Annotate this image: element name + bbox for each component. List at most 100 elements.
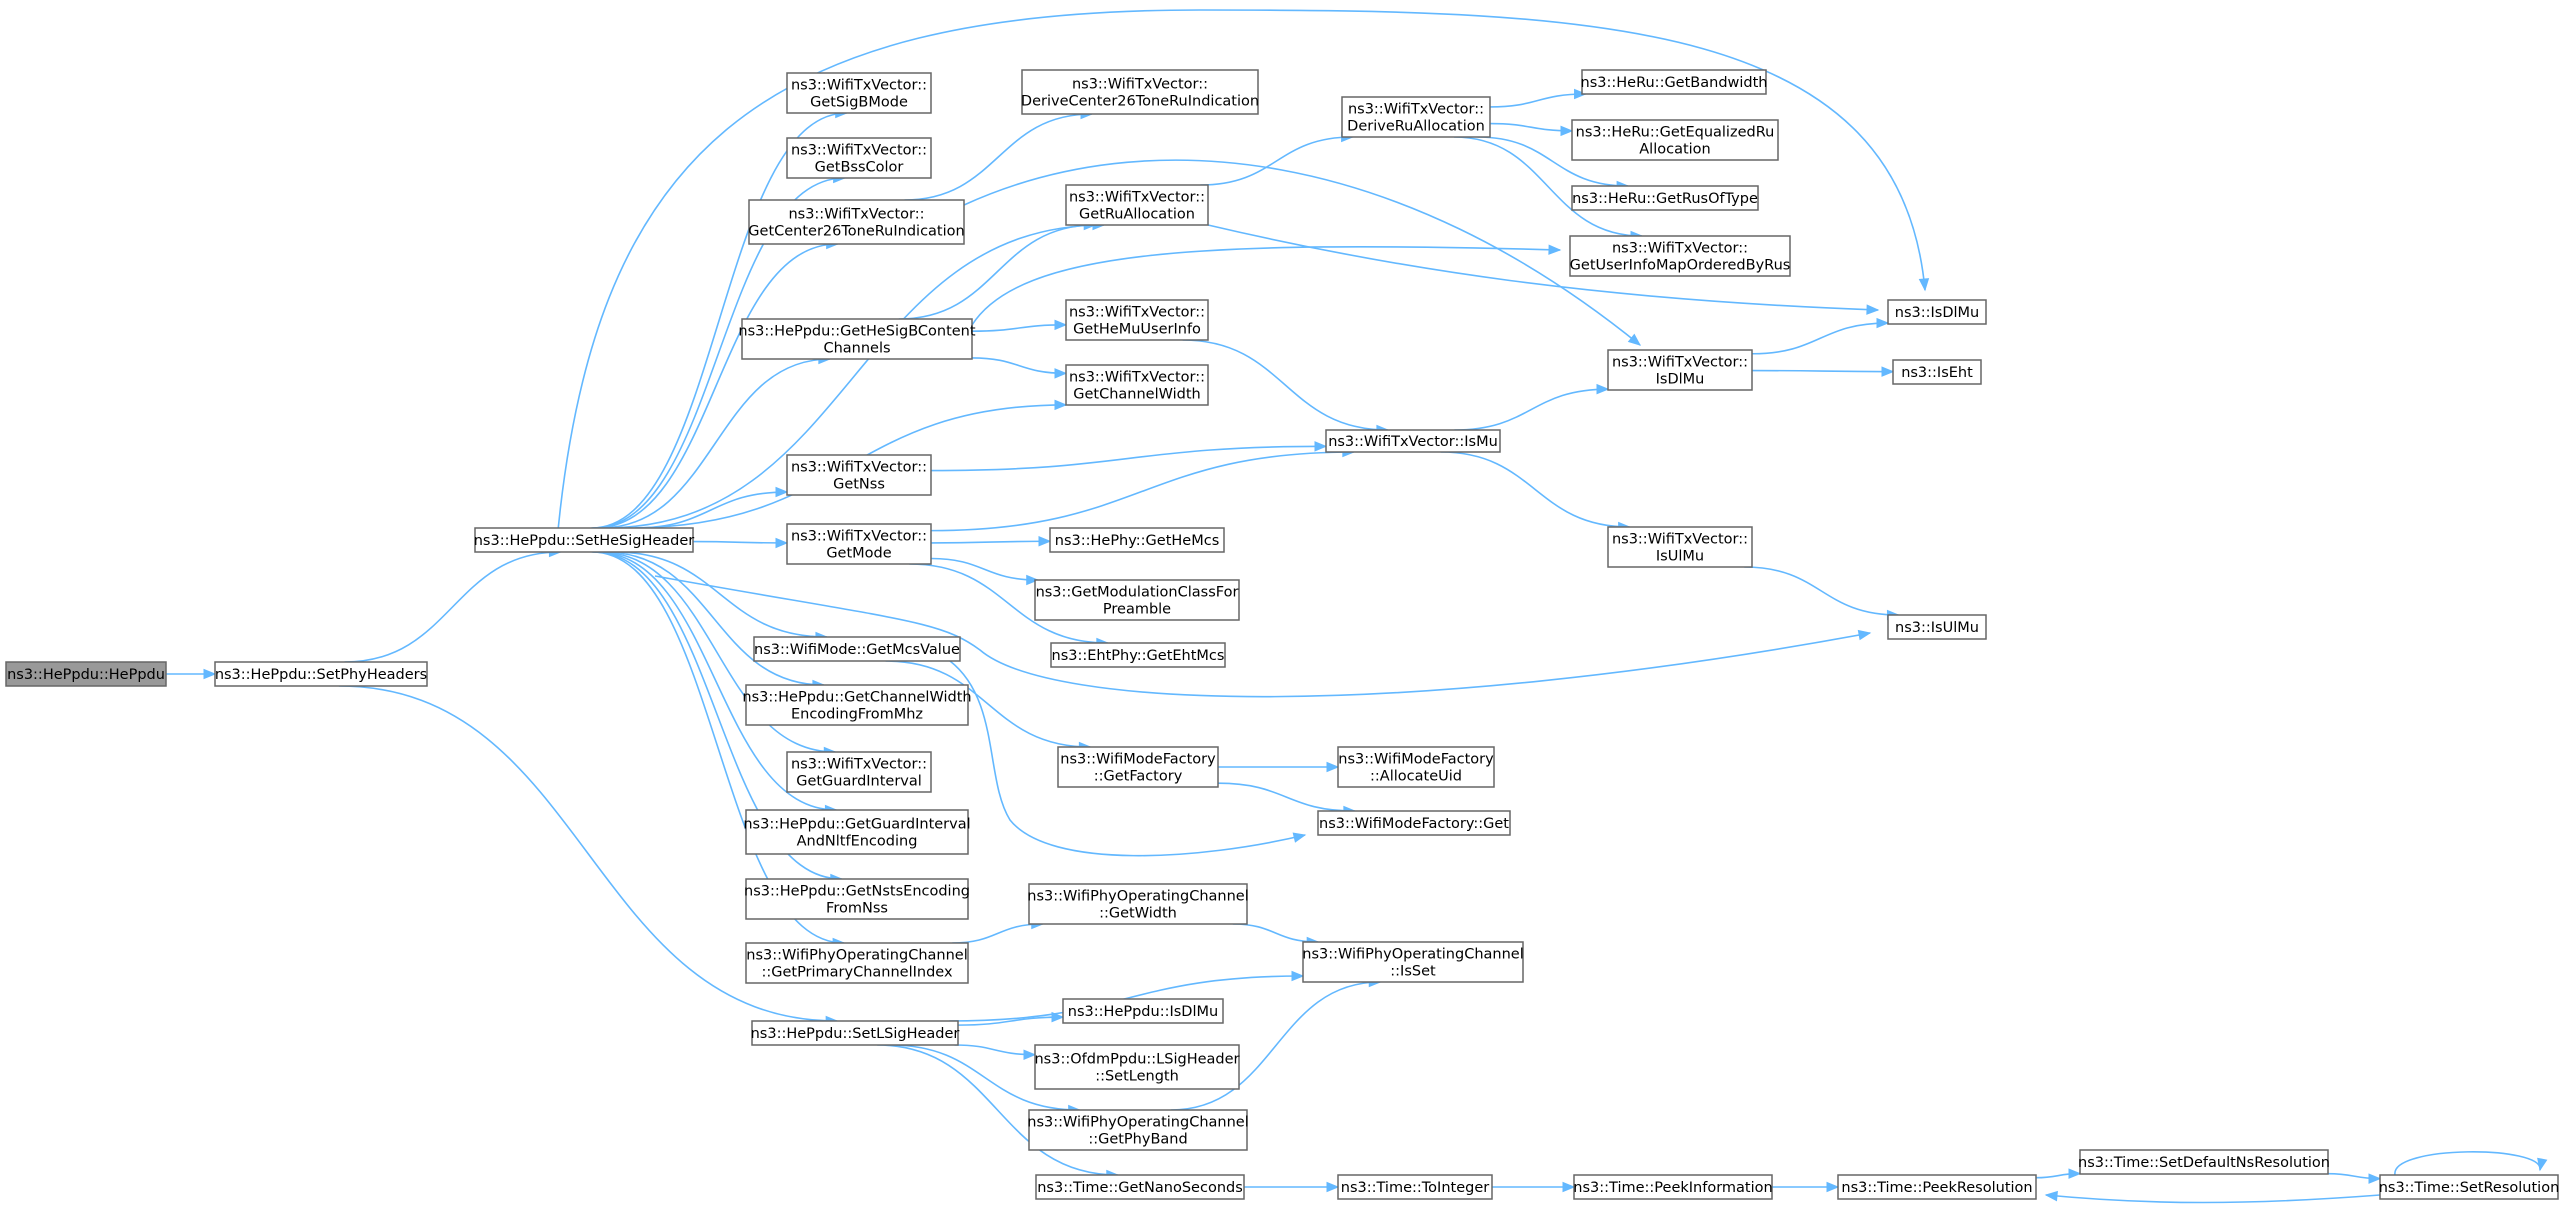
call-node-n0[interactable]: ns3::HePpdu::HePpdu [5,661,167,687]
edge-line [1453,136,1643,237]
call-node-n45[interactable]: ns3::Time::PeekResolution [1837,1174,2037,1200]
edge-line [1454,388,1609,431]
node-box [1028,883,1248,925]
edge-arrowhead [1881,366,1895,377]
call-node-n23[interactable]: ns3::EhtPhy::GetEhtMcs [1050,642,1226,668]
call-node-n10[interactable]: ns3::WifiMode::GetMcsValue [753,636,961,662]
node-box [1571,185,1759,211]
node-label: ns3::WifiPhyOperatingChannel [1302,947,1523,963]
call-node-n31[interactable]: ns3::WifiPhyOperatingChannel::GetPhyBand [1027,1109,1249,1151]
call-node-n15[interactable]: ns3::WifiPhyOperatingChannel::GetPrimary… [745,942,969,984]
node-label: Allocation [1639,142,1710,158]
node-label: ns3::HePpdu::SetPhyHeaders [215,667,427,683]
node-label: ns3::WifiTxVector:: [1069,190,1205,206]
edge-arrowhead [1596,383,1610,395]
call-node-n8[interactable]: ns3::WifiTxVector::GetNss [786,454,932,496]
edge-line [949,660,1306,857]
edge-arrowhead [1326,1181,1340,1193]
call-node-n32[interactable]: ns3::Time::GetNanoSeconds [1035,1174,1245,1200]
call-node-n24[interactable]: ns3::WifiModeFactory::GetFactory [1057,746,1219,788]
call-node-n3[interactable]: ns3::HePpdu::SetLSigHeader [751,1020,960,1046]
edge-n17-to-n40 [1207,224,1880,315]
call-node-n9[interactable]: ns3::WifiTxVector::GetMode [786,523,932,565]
call-node-n25[interactable]: ns3::WifiModeFactory::AllocateUid [1337,746,1495,788]
call-node-n44[interactable]: ns3::Time::PeekInformation [1573,1174,1773,1200]
node-label: ns3::Time::PeekResolution [1841,1180,2032,1196]
node-label: ns3::WifiPhyOperatingChannel [1027,889,1248,905]
call-node-n42[interactable]: ns3::IsUlMu [1887,614,1987,640]
call-node-n36[interactable]: ns3::WifiTxVector::IsUlMu [1607,526,1753,568]
call-node-n18[interactable]: ns3::WifiTxVector::GetHeMuUserInfo [1065,299,1209,341]
node-box [1573,1174,1773,1200]
call-node-n20[interactable]: ns3::WifiTxVector::IsMu [1325,429,1501,453]
call-node-n13[interactable]: ns3::HePpdu::GetGuardIntervalAndNltfEnco… [743,809,971,855]
call-node-n39[interactable]: ns3::HeRu::GetRusOfType [1571,185,1759,211]
node-label: ns3::HePhy::GetHeMcs [1055,533,1220,549]
edge-line [971,357,1067,375]
call-node-n29[interactable]: ns3::HePpdu::IsDlMu [1062,998,1224,1024]
edge-arrowhead [1560,125,1574,137]
edge-line [692,540,788,544]
call-node-n21[interactable]: ns3::HePhy::GetHeMcs [1049,527,1225,553]
edge-n9-to-n22 [930,557,1040,586]
node-box [745,942,969,984]
call-node-n19[interactable]: ns3::WifiTxVector::GetChannelWidth [1065,364,1209,406]
node-label: ::GetWidth [1099,906,1177,922]
call-node-n27[interactable]: ns3::WifiPhyOperatingChannel::GetWidth [1027,883,1249,925]
edge-line [591,112,847,529]
call-node-n1[interactable]: ns3::HePpdu::SetPhyHeaders [214,661,428,687]
node-label: ::SetLength [1095,1069,1179,1085]
edge-arrowhead [2537,1157,2548,1172]
call-node-n37[interactable]: ns3::HeRu::GetBandwidth [1581,69,1768,95]
node-box [1607,349,1753,391]
call-node-n12[interactable]: ns3::WifiTxVector::GetGuardInterval [786,751,932,793]
edge-line [654,575,1871,698]
call-node-n2[interactable]: ns3::HePpdu::SetHeSigHeader [474,527,695,553]
call-node-n30[interactable]: ns3::OfdmPpdu::LSigHeader::SetLength [1034,1044,1240,1090]
call-node-n43[interactable]: ns3::Time::ToInteger [1337,1174,1493,1200]
node-box [745,878,969,920]
node-box [1607,526,1753,568]
call-node-n47[interactable]: ns3::Time::SetResolution [2379,1174,2560,1200]
edge-n44-to-n45 [1771,1181,1840,1193]
call-node-n4[interactable]: ns3::WifiTxVector::GetSigBMode [786,72,932,114]
call-node-n40[interactable]: ns3::IsDlMu [1887,299,1987,325]
node-label: ns3::WifiTxVector:: [791,529,927,545]
call-node-n46[interactable]: ns3::Time::SetDefaultNsResolution [2078,1149,2330,1175]
node-label: IsDlMu [1656,372,1705,388]
call-node-n16[interactable]: ns3::WifiTxVector::DeriveCenter26ToneRuI… [1021,69,1259,115]
edge-line [1751,322,1889,355]
node-box [745,809,969,855]
call-node-n28[interactable]: ns3::WifiPhyOperatingChannel::IsSet [1302,941,1524,983]
edge-arrowhead [2044,1190,2058,1202]
call-node-n35[interactable]: ns3::WifiTxVector::IsDlMu [1607,349,1753,391]
edge-line [971,245,1561,326]
edge-n32-to-n43 [1243,1181,1340,1193]
edge-line [971,324,1067,332]
node-label: ns3::HePpdu::GetGuardInterval [743,817,970,833]
node-label: GetSigBMode [810,95,908,111]
call-node-n11[interactable]: ns3::HePpdu::GetChannelWidthEncodingFrom… [742,684,972,726]
call-node-n5[interactable]: ns3::WifiTxVector::GetBssColor [786,137,932,179]
call-node-n6[interactable]: ns3::WifiTxVector::GetCenter26ToneRuIndi… [748,199,965,245]
node-label: ns3::WifiTxVector::IsMu [1328,434,1498,450]
edge-arrowhead [1627,333,1642,346]
edge-line [555,9,1926,553]
call-node-n41[interactable]: ns3::IsEht [1892,359,1982,385]
edge-line [1751,369,1894,373]
call-node-n33[interactable]: ns3::WifiTxVector::DeriveRuAllocation [1341,96,1491,138]
call-node-n34[interactable]: ns3::WifiTxVector::GetUserInfoMapOrdered… [1569,235,1791,277]
edge-n2-to-n7 [600,353,832,529]
edge-line [603,224,1104,529]
edge-line [600,358,830,529]
node-box [1065,364,1209,406]
call-node-n17[interactable]: ns3::WifiTxVector::GetRuAllocation [1065,184,1209,226]
node-label: ns3::HeRu::GetEqualizedRu [1576,125,1775,141]
edge-n2-to-n40 [555,9,1930,553]
call-node-n26[interactable]: ns3::WifiModeFactory::Get [1317,810,1511,836]
edge-line [1440,451,1630,528]
